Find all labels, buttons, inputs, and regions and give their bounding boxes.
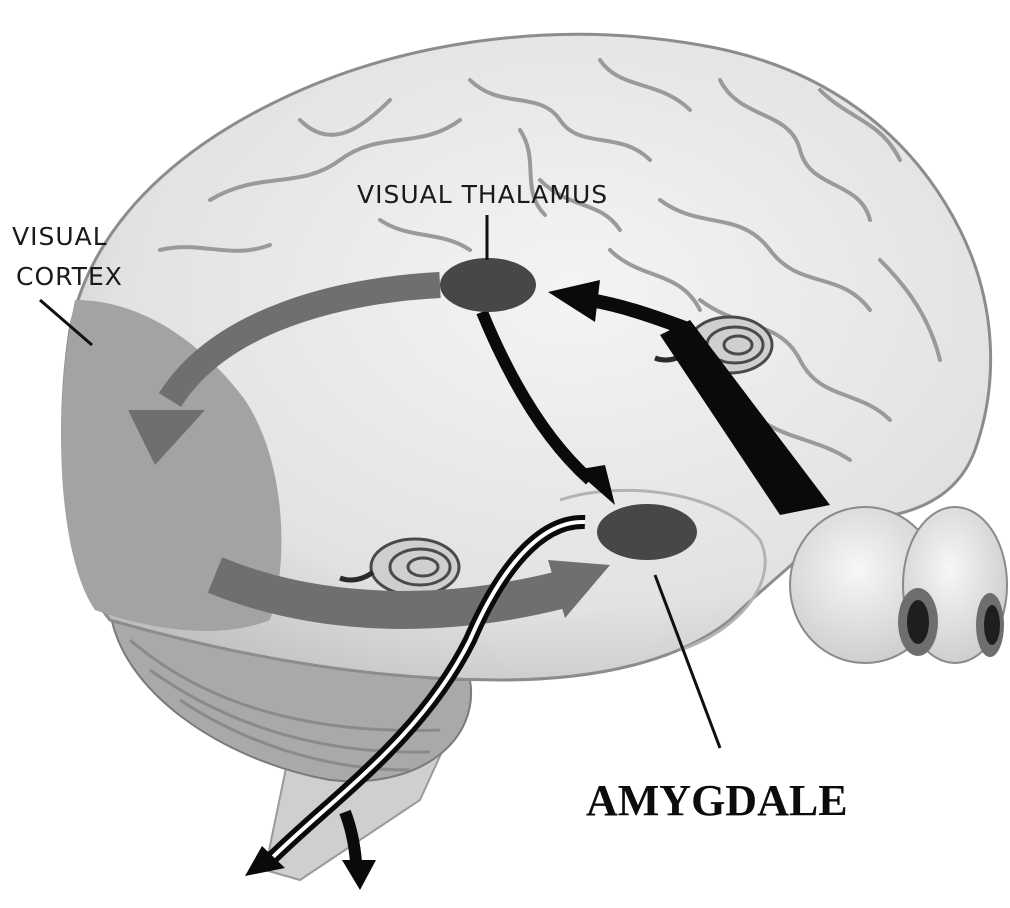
- eyes: [790, 507, 1007, 663]
- visual-thalamus-nucleus: [440, 258, 536, 312]
- amygdale-label: AMYGDALE: [586, 775, 848, 826]
- visual-cortex-label-line2: CORTEX: [16, 262, 123, 292]
- visual-cortex-label-line1: VISUAL: [12, 222, 108, 252]
- visual-thalamus-label: VISUAL THALAMUS: [357, 180, 608, 210]
- amygdala-nucleus: [597, 504, 697, 560]
